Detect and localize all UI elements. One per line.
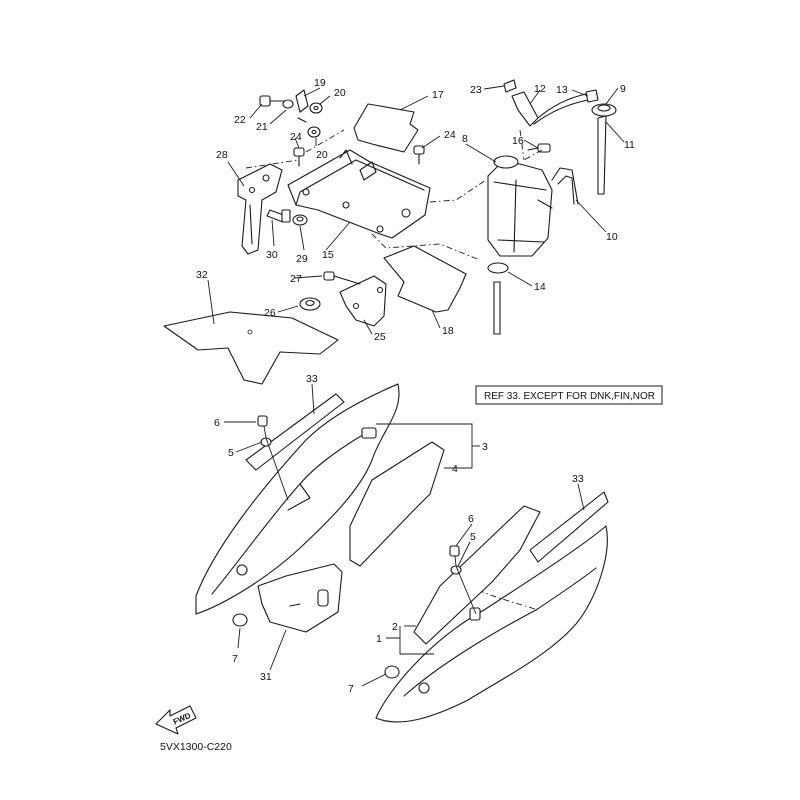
part-1-side-cover-right <box>375 525 608 723</box>
part-10-hose <box>551 167 579 205</box>
part-31-small-cover <box>257 563 343 633</box>
part-27-bolt <box>323 271 361 285</box>
callout-15: 15 <box>322 249 334 261</box>
callout-7-left: 7 <box>232 653 238 665</box>
callout-8: 8 <box>462 133 468 145</box>
part-24-bolt-right <box>413 145 425 165</box>
callout-32: 32 <box>196 269 208 281</box>
part-7-grommet-right <box>384 665 400 679</box>
callout-14: 14 <box>534 281 546 293</box>
callout-23: 23 <box>470 84 482 96</box>
part-6-bolt-right <box>449 545 460 557</box>
leader-lines <box>207 85 625 687</box>
part-9-cap <box>591 103 617 117</box>
reference-note-text: REF 33. EXCEPT FOR DNK,FIN,NOR <box>484 391 655 402</box>
reference-note-box: REF 33. EXCEPT FOR DNK,FIN,NOR <box>475 385 663 405</box>
callout-16: 16 <box>512 135 524 147</box>
callout-5-left: 5 <box>228 447 234 459</box>
part-17-pad <box>353 103 419 153</box>
callout-29: 29 <box>296 253 308 265</box>
assembly-centerlines <box>245 129 543 261</box>
callout-17: 17 <box>432 89 444 101</box>
diagram-code: 5VX1300-C220 <box>160 741 232 753</box>
callout-24-right: 24 <box>444 129 456 141</box>
callout-10: 10 <box>606 231 618 243</box>
part-30-bolt <box>266 209 291 223</box>
part-24-bolt-left <box>293 147 305 167</box>
part-5-washer-right <box>450 565 462 575</box>
callout-18: 18 <box>442 325 454 337</box>
part-12-hose <box>511 91 589 127</box>
part-28-side-bracket <box>237 163 283 255</box>
callout-33-right: 33 <box>572 473 584 485</box>
part-4-side-panel-left <box>349 441 445 567</box>
part-20-grommet-upper <box>309 102 323 114</box>
callout-12: 12 <box>534 83 546 95</box>
callout-28: 28 <box>216 149 228 161</box>
part-32-gasket-panel <box>163 311 339 385</box>
part-14-clamp <box>487 262 509 335</box>
part-11-tube <box>597 115 607 195</box>
callout-25: 25 <box>374 331 386 343</box>
forward-arrow: FWD <box>155 705 197 735</box>
part-7-grommet-left <box>232 613 248 627</box>
part-8-reservoir-tank <box>487 155 553 257</box>
part-25-bracket <box>339 275 387 327</box>
part-23-cap <box>503 79 517 93</box>
part-6-bolt-left <box>257 415 268 427</box>
part-20-grommet-lower <box>307 126 321 138</box>
callout-7-right: 7 <box>348 683 354 695</box>
callout-5-right: 5 <box>470 531 476 543</box>
part-3-side-cover-left <box>195 383 400 615</box>
callout-22: 22 <box>234 114 246 126</box>
callout-26: 26 <box>264 307 276 319</box>
callout-33-left: 33 <box>306 373 318 385</box>
callout-24-left: 24 <box>290 131 302 143</box>
callout-30: 30 <box>266 249 278 261</box>
part-21-collar <box>282 99 294 109</box>
part-33-trim-strip-right <box>529 491 609 563</box>
callout-11: 11 <box>624 139 635 151</box>
part-29-nut <box>292 214 308 226</box>
callout-19: 19 <box>314 77 326 89</box>
part-26-nut <box>299 297 321 311</box>
part-22-bolt <box>259 95 285 107</box>
part-13-fitting <box>585 89 599 103</box>
callout-20-upper: 20 <box>334 87 346 99</box>
callout-labels: 19 20 20 22 21 17 24 24 28 30 29 15 23 1… <box>196 77 635 695</box>
callout-9: 9 <box>620 83 626 95</box>
callout-6-left: 6 <box>214 417 220 429</box>
callout-21: 21 <box>256 121 268 133</box>
callout-13: 13 <box>556 84 568 96</box>
part-16-bolt <box>527 143 551 153</box>
callout-1: 1 <box>376 633 382 645</box>
callout-2: 2 <box>392 621 398 633</box>
callout-4: 4 <box>452 463 458 475</box>
callout-31: 31 <box>260 671 272 683</box>
part-15-bracket-plate <box>287 149 431 239</box>
callout-27: 27 <box>290 273 302 285</box>
part-18-cover-panel <box>383 245 467 313</box>
callout-20-lower: 20 <box>316 149 328 161</box>
callout-3: 3 <box>482 441 488 453</box>
callout-6-right: 6 <box>468 513 474 525</box>
